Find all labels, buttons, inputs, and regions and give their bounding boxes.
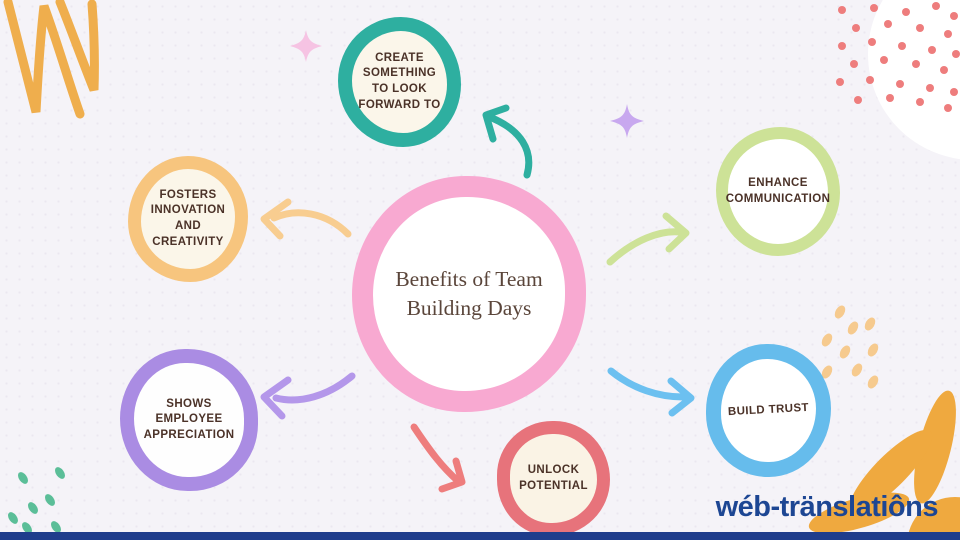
arrow-to-create-something <box>482 104 533 179</box>
arrow-to-fosters-innovation <box>260 198 352 240</box>
node-label-shows-appreciation: SHOWS EMPLOYEE APPRECIATION <box>143 397 235 441</box>
arrow-to-build-trust <box>607 367 695 417</box>
arrow-to-unlock-potential <box>410 423 466 493</box>
node-fosters-innovation: FOSTERS INNOVATION AND CREATIVITY <box>128 156 248 282</box>
node-label-build-trust: BUILD TRUST <box>727 401 810 418</box>
diagram-title: Benefits of Team Building Days <box>395 266 543 320</box>
node-enhance-communication: ENHANCE COMMUNICATION <box>716 127 840 256</box>
footer-accent-bar <box>0 532 960 540</box>
center-node-benefits: Benefits of Team Building Days <box>352 176 586 412</box>
node-unlock-potential: UNLOCK POTENTIAL <box>497 421 610 536</box>
node-label-unlock-potential: UNLOCK POTENTIAL <box>519 463 588 492</box>
web-translations-logo: wéb-tränslatiôns <box>715 491 939 523</box>
arrow-to-shows-appreciation <box>260 372 356 420</box>
node-label-enhance-communication: ENHANCE COMMUNICATION <box>725 176 831 205</box>
node-label-fosters-innovation: FOSTERS INNOVATION AND CREATIVITY <box>150 188 226 248</box>
node-shows-appreciation: SHOWS EMPLOYEE APPRECIATION <box>120 349 258 491</box>
node-build-trust: BUILD TRUST <box>706 344 831 477</box>
node-label-create-something: CREATE SOMETHING TO LOOK FORWARD TO <box>358 51 441 111</box>
node-create-something: CREATE SOMETHING TO LOOK FORWARD TO <box>338 17 461 147</box>
arrow-to-enhance-communication <box>606 212 690 266</box>
orange-fan-decoration <box>793 390 960 540</box>
coral-dots-pattern <box>836 2 960 112</box>
pink-sparkle-icon <box>290 30 322 62</box>
teal-dashes-pattern <box>8 467 65 534</box>
purple-sparkle-icon <box>610 104 644 138</box>
scribble-decoration <box>3 0 99 119</box>
yellow-dashes-pattern <box>821 305 879 389</box>
